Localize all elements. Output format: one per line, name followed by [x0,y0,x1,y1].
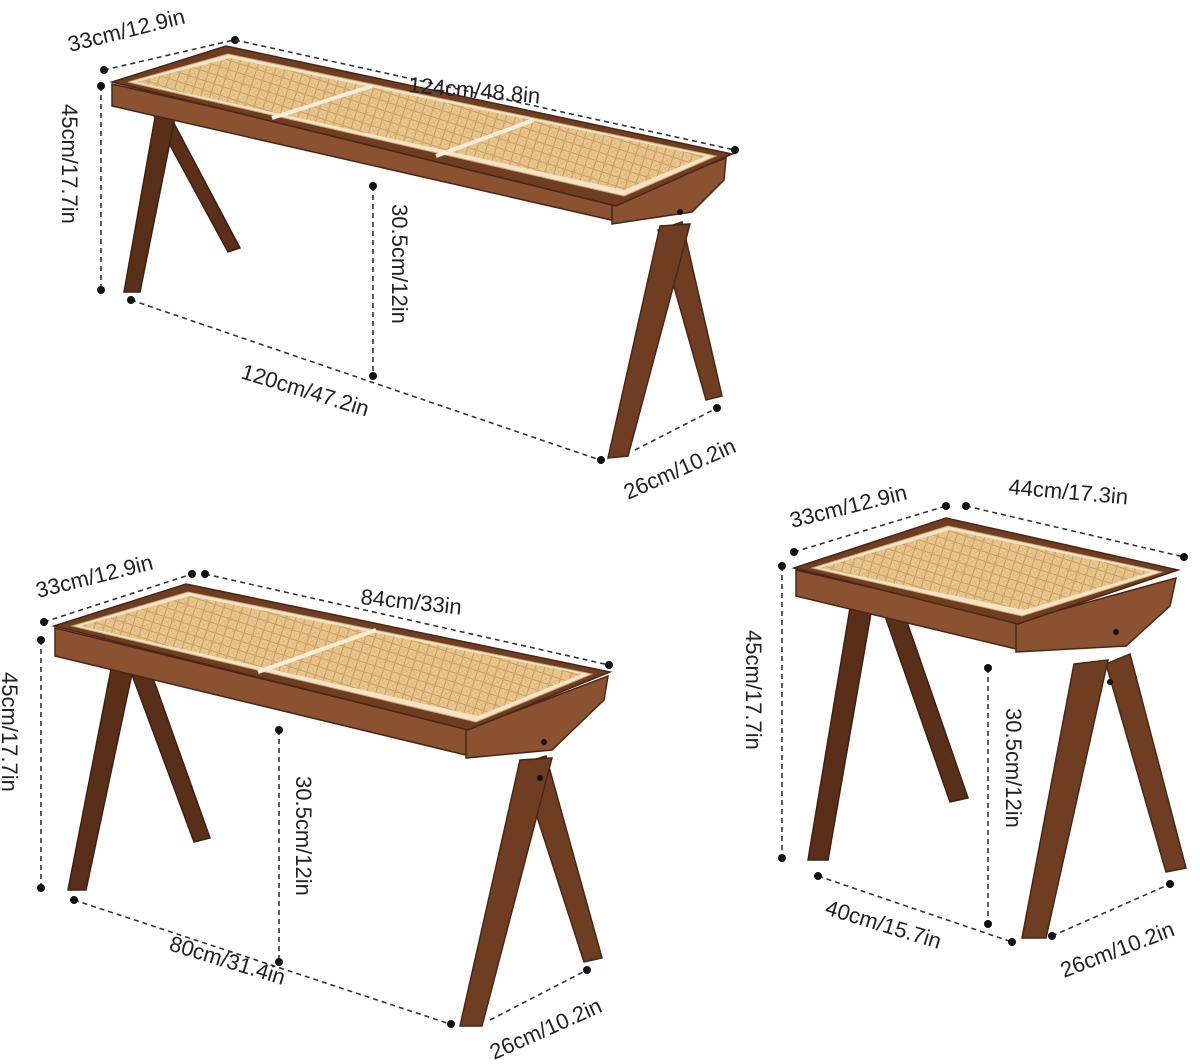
large-bench-depth-label: 33cm/12.9in [65,4,187,57]
medium-bench-apron-side [465,674,609,759]
large-bench-top-length-line [234,39,736,151]
stool-base-depth-label: 26cm/10.2in [1057,916,1178,982]
dim-dot [275,726,283,734]
large-bench-cane-seat [136,58,706,190]
dim-dot [188,570,196,578]
medium-bench-height-label: 45cm/17.7in [0,672,22,792]
large-bench-base-depth-line [634,407,718,451]
dim-dot [369,372,377,380]
medium-bench-base-depth-line [489,969,588,1021]
dim-dot [201,570,209,578]
stool-base-depth-line [1051,883,1171,937]
medium-bench: 33cm/12.9in 84cm/33in 45cm/17.7in 30.5cm… [0,550,613,1064]
medium-bench-bolt [541,739,547,745]
medium-bench-leg-bolt [537,775,543,781]
large-bench-clearance-label: 30.5cm/12in [387,204,412,324]
stool-clearance-label: 30.5cm/12in [1001,708,1026,828]
dim-dot [37,636,45,644]
large-bench: 33cm/12.9in 124cm/48.8in 45cm/17.7in 30.… [57,4,740,505]
medium-bench-base-length-label: 80cm/31.4in [167,931,289,990]
dim-dot [97,286,105,294]
stool-top-length-label: 44cm/17.3in [1008,474,1130,509]
medium-bench-depth-label: 33cm/12.9in [33,550,155,603]
stool-top-length-line [965,505,1185,558]
large-bench-panel-divider-2 [435,118,535,158]
dim-dot [275,958,283,966]
dim-dot [731,146,739,154]
dim-dot [369,182,377,190]
dim-dot [1048,932,1056,940]
stool-front-leg-back [1105,652,1187,873]
dim-dot [778,854,786,862]
large-bench-depth-line [103,39,235,71]
medium-bench-panel-divider [257,628,377,674]
dim-dot [942,502,950,510]
large-bench-base-depth-label: 26cm/10.2in [620,433,740,505]
large-bench-bolt [677,209,683,215]
dim-dot [1008,938,1016,946]
stool-base-length-label: 40cm/15.7in [823,895,945,954]
stool-front-leg-front [1021,659,1109,939]
dim-dot [100,66,108,74]
large-bench-front-leg-front [607,223,691,459]
dim-dot [1180,553,1188,561]
dim-dot [984,664,992,672]
dim-dot [713,404,721,412]
dim-dot [447,1020,455,1028]
stool-base-length-line [817,875,1013,943]
stool-depth-label: 33cm/12.9in [787,480,909,533]
medium-bench-front-leg-front [459,757,553,1027]
large-bench-back-leg-left [123,111,177,293]
dim-dot [37,884,45,892]
stool-apron-side [1015,576,1177,653]
medium-bench-clearance-label: 30.5cm/12in [291,776,316,896]
large-bench-base-length-label: 120cm/47.2in [239,359,373,422]
medium-bench-top-length-line [204,573,610,666]
medium-bench-cane-seat [80,596,582,716]
dim-dot [778,562,786,570]
dim-dot [605,661,613,669]
medium-bench-back-leg-left [67,663,135,891]
medium-bench-base-depth-label: 26cm/10.2in [486,993,606,1064]
stool: 33cm/12.9in 44cm/17.3in 45cm/17.7in 30.5… [741,474,1188,983]
dim-dot [790,548,798,556]
stool-height-label: 45cm/17.7in [741,630,766,750]
medium-bench-base-length-line [73,899,451,1025]
large-bench-height-label: 45cm/17.7in [57,104,82,224]
medium-bench-top-length-label: 84cm/33in [359,584,463,619]
dim-dot [127,296,135,304]
dim-dot [814,872,822,880]
large-bench-base-length-line [130,299,601,461]
dim-dot [70,896,78,904]
dim-dot [1166,880,1174,888]
stool-leg-bolt [1107,679,1113,685]
dim-dot [597,456,605,464]
stool-back-leg-left [807,595,875,861]
dim-dot [97,82,105,90]
dim-dot [962,502,970,510]
dim-dot [583,966,591,974]
stool-cane-seat [820,530,1152,610]
dim-dot [40,618,48,626]
medium-bench-depth-line [43,573,193,623]
large-bench-panel-divider-1 [271,84,373,120]
stool-bolt [1113,629,1119,635]
dim-dot [984,920,992,928]
